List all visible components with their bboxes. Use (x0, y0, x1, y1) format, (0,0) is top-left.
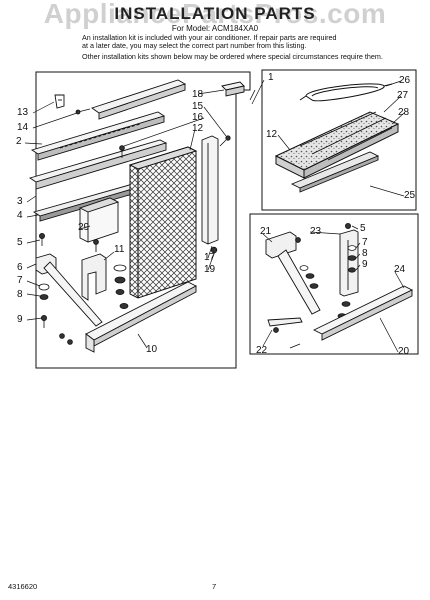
callout-25: 25 (404, 190, 416, 201)
callout-16: 16 (192, 112, 204, 123)
callout-22: 22 (256, 345, 268, 356)
callout-23: 23 (310, 226, 322, 237)
rail-2 (30, 111, 166, 161)
screw-4 (39, 232, 46, 246)
screw-15 (219, 135, 231, 147)
screw-14 (75, 108, 91, 115)
bottom-rail-10 (85, 281, 197, 353)
part-29 (78, 197, 120, 243)
callout-6: 6 (17, 262, 23, 273)
callout-21: 21 (260, 226, 272, 237)
doc-number: 4316620 (8, 582, 38, 591)
page-number: 7 (212, 582, 217, 591)
support-bracket-11 (81, 239, 107, 301)
foam-strip-25 (290, 151, 380, 193)
note-line-2: at a later date, you may select the corr… (82, 41, 307, 50)
callout-15: 15 (192, 101, 204, 112)
callout-1: 1 (268, 72, 274, 83)
callout-4: 4 (17, 210, 23, 221)
screw-5-right (344, 222, 351, 229)
curtain-panel-12 (128, 146, 198, 299)
rail-3 (28, 139, 168, 190)
callout-20: 20 (398, 346, 410, 357)
callout-11: 11 (114, 244, 125, 255)
support-kit-frame (249, 213, 419, 355)
foam-seal-26 (299, 83, 393, 102)
bracket-13 (54, 94, 65, 109)
callout-14: 14 (17, 122, 29, 133)
bracket-23 (339, 229, 359, 297)
model-subtitle: For Model: ACM184XA0 (171, 24, 259, 33)
foam-strip-27 (299, 111, 393, 161)
note-line-3: Other installation kits shown below may … (82, 52, 383, 61)
hardware-right-a (299, 265, 319, 289)
callout-19: 19 (204, 264, 216, 275)
hardware-stack-left (38, 283, 50, 328)
note-line-1: An installation kit is included with you… (82, 33, 337, 42)
callout-27: 27 (397, 90, 409, 101)
watermark: AppliancePartsPros.com (43, 0, 387, 29)
screw-16 (119, 145, 125, 158)
arm-22 (267, 317, 303, 349)
foam-kit-frame (261, 69, 417, 211)
callout-5-right: 5 (360, 223, 366, 234)
page-title: INSTALLATION PARTS (114, 4, 316, 23)
callout-5: 5 (17, 237, 23, 248)
callout-7-right: 7 (362, 237, 368, 248)
callout-12: 12 (192, 123, 204, 134)
bottom-rail-20 (312, 285, 414, 341)
callout-12-kit: 12 (266, 129, 278, 140)
top-rail (91, 79, 187, 120)
post-17 (201, 135, 219, 245)
callout-29: 29 (78, 222, 90, 233)
pad-18 (221, 81, 245, 97)
callout-26: 26 (399, 75, 411, 86)
callout-8-right: 8 (362, 248, 368, 259)
leader-lines (24, 79, 405, 353)
callout-9-right: 9 (362, 259, 368, 270)
screw-19 (210, 246, 218, 254)
callout-10: 10 (146, 344, 158, 355)
callout-13: 13 (17, 107, 29, 118)
support-arm (43, 261, 103, 327)
callout-2: 2 (16, 136, 22, 147)
callout-7: 7 (17, 275, 23, 286)
callout-17: 17 (204, 252, 216, 263)
bracket-21 (265, 231, 321, 315)
callout-18: 18 (192, 89, 204, 100)
callout-9: 9 (17, 314, 23, 325)
hardware-middle (59, 264, 129, 345)
callout-3: 3 (17, 196, 23, 207)
callout-8: 8 (17, 289, 23, 300)
callout-24: 24 (394, 264, 406, 275)
callout-28: 28 (398, 107, 410, 118)
